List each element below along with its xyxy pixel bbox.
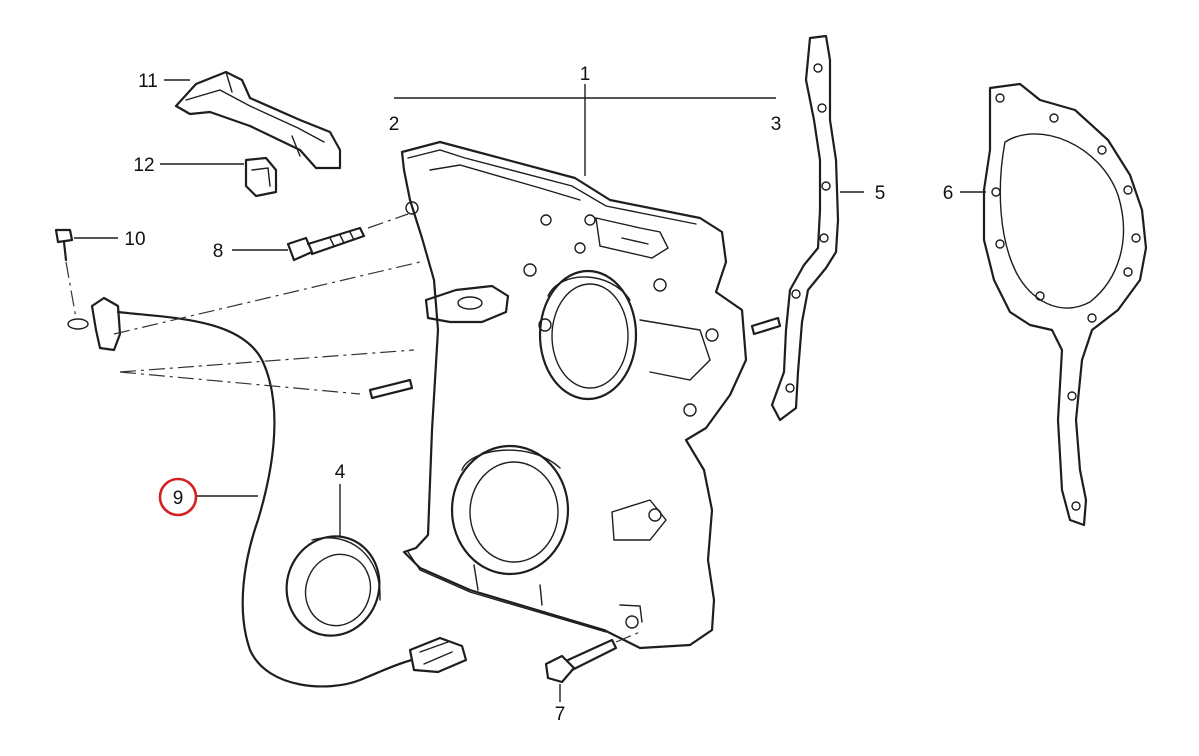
seal-part-4 <box>285 535 381 637</box>
gasket-part-6 <box>982 82 1148 527</box>
callout-12: 12 <box>133 155 154 176</box>
callout-7: 7 <box>555 704 566 725</box>
sensor-part-9 <box>67 261 468 688</box>
callout-8: 8 <box>213 241 224 262</box>
alignment-line <box>119 371 361 395</box>
guide-rail-part-11 <box>174 70 342 170</box>
stud-right <box>750 316 782 336</box>
gasket-part-5 <box>770 34 840 422</box>
bolt-part-7 <box>544 631 641 684</box>
callout-11: 11 <box>138 71 158 92</box>
callout-2: 2 <box>389 114 400 135</box>
bolt-part-10 <box>54 228 77 319</box>
callout-5: 5 <box>875 183 886 204</box>
highlight-circle <box>158 477 198 517</box>
clip-part-12 <box>244 156 278 198</box>
stud-left <box>368 378 414 400</box>
callout-9: 9 <box>173 488 184 509</box>
callout-1: 1 <box>580 64 591 85</box>
callout-4: 4 <box>335 462 346 483</box>
callout-10: 10 <box>124 229 145 250</box>
timing-cover-housing <box>400 140 748 650</box>
callout-1-leader <box>394 84 776 176</box>
callout-3: 3 <box>771 114 782 135</box>
bolt-part-8 <box>286 213 409 262</box>
callout-6: 6 <box>943 183 954 204</box>
